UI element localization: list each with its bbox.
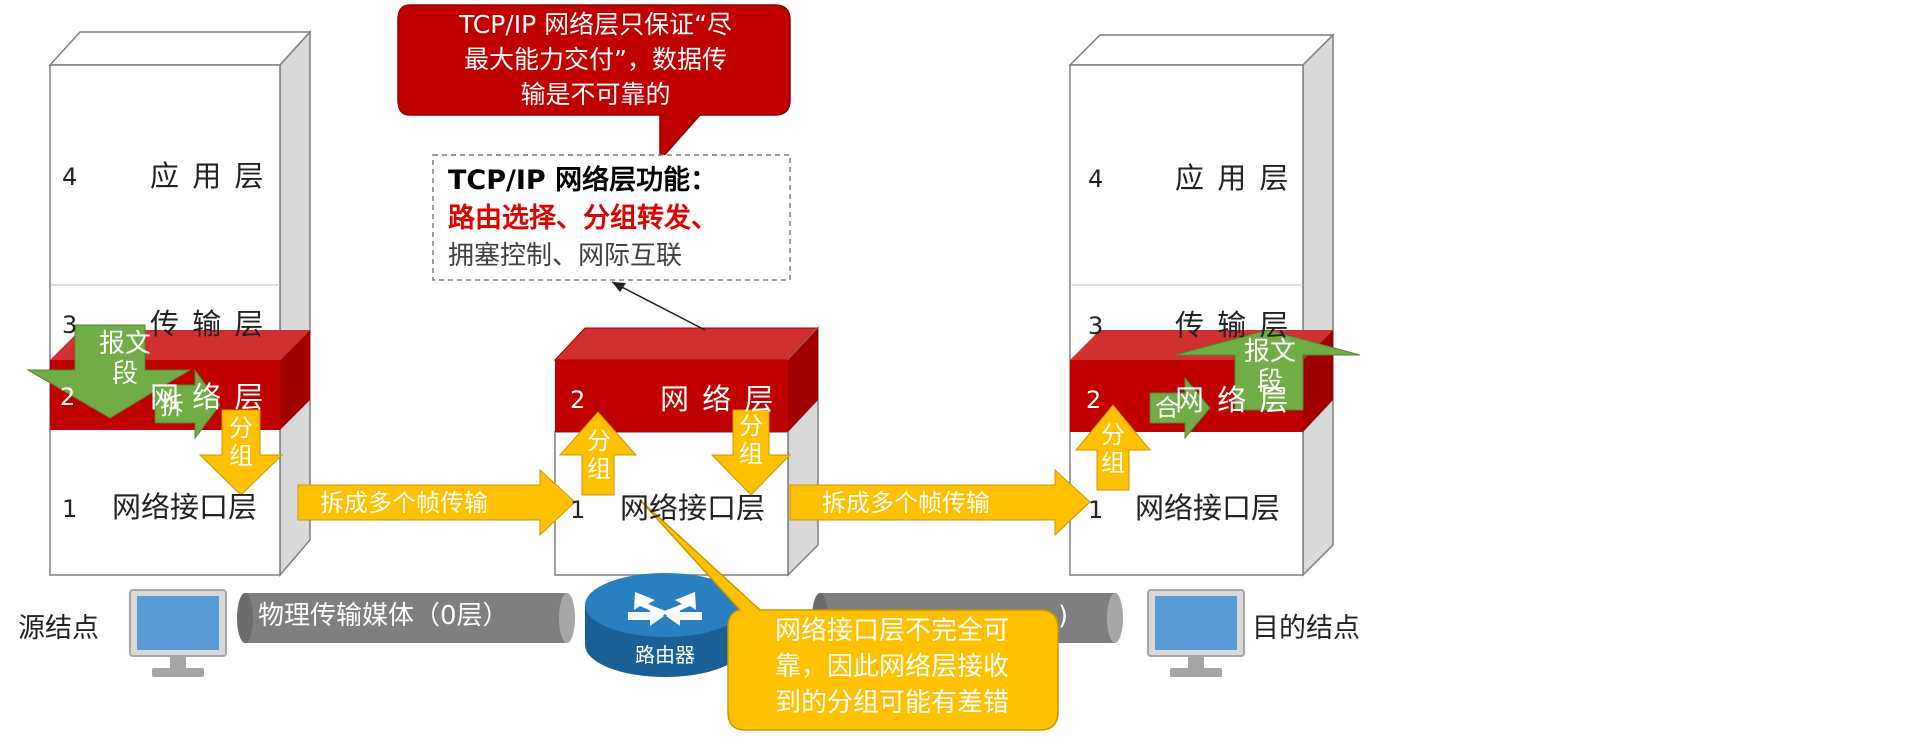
function-box-red-line: 路由选择、分组转发、 [448,203,718,234]
src-layer4-label: 应 用 层 [150,159,266,193]
router-down-arrow [710,409,792,496]
top-callout [397,4,791,162]
src-layer2-num: 2 [60,383,76,411]
router-stack-top [553,327,820,361]
function-box-title: TCP/IP 网络层功能： [448,165,718,196]
source-node-label: 源结点 [18,613,99,644]
dest-computer-icon [1147,589,1245,677]
dst-layer1-label: 网络接口层 [1135,491,1281,525]
dst-layer3-label: 传 输 层 [1175,308,1291,342]
dst-packet-arrow-label: 分组 [1101,421,1125,477]
dst-layer1-num: 1 [1088,496,1104,524]
router-layer2-num: 2 [570,386,586,414]
src-segment-arrow-label: 报文段 [98,329,151,389]
source-computer-icon [129,589,227,677]
source-stack-top [48,31,312,66]
src-segment-arrow [26,324,192,419]
source-layer2-side [280,330,310,430]
src-layer3-num: 3 [62,311,78,339]
dest-stack-side [1302,33,1334,577]
src-layer1-label: 网络接口层 [112,490,258,524]
dst-merge-arrow [1149,376,1211,440]
bottom-callout [639,499,1059,731]
medium-left-pipe [237,593,575,643]
function-pointer-line [611,281,706,331]
function-box-frame [432,154,791,281]
dst-layer4-label: 应 用 层 [1175,161,1291,195]
medium-right-label: ) [1058,601,1069,631]
bottom-callout-line-2: 靠，因此网络层接收 [774,652,1009,682]
dst-merge-arrow-label: 合 [1155,394,1179,422]
src-layer4-num: 4 [62,163,78,191]
bottom-callout-line-3: 到的分组可能有差错 [774,688,1009,718]
dest-node-label: 目的结点 [1252,613,1360,644]
router-up-arrow-label: 分组 [587,427,611,483]
bottom-callout-line-1: 网络接口层不完全可 [774,616,1009,646]
router-layer1-num: 1 [570,496,586,524]
router-layer2-side [788,328,818,432]
router-frames-arrow-label: 拆成多个帧传输 [822,489,990,517]
router-layer2-label: 网 络 层 [660,382,776,416]
router-layer1-label: 网络接口层 [620,491,766,525]
dst-layer2-num: 2 [1086,386,1102,414]
src-layer3-label: 传 输 层 [150,307,266,341]
src-frames-arrow [297,468,576,537]
top-callout-line-3: 输是不可靠的 [520,80,671,109]
router-label: 路由器 [635,643,695,667]
src-split-arrow-label: 拆 [160,392,184,420]
router-up-arrow [558,411,638,496]
src-layer2-label: 网 络 层 [150,380,266,414]
top-callout-line-1: TCP/IP 网络层只保证“尽 [458,10,733,39]
src-packet-arrow [198,409,284,496]
dest-stack-top [1068,34,1335,66]
dst-layer2-label: 网 络 层 [1175,383,1291,417]
dst-packet-arrow [1074,404,1152,491]
dst-layer3-num: 3 [1088,312,1104,340]
src-split-arrow [154,368,221,440]
function-pointer-head [612,282,626,292]
top-callout-line-2: 最大能力交付”，数据传 [464,45,727,74]
src-layer1-num: 1 [62,495,78,523]
router-frames-arrow [789,468,1091,537]
dst-layer4-num: 4 [1088,165,1104,193]
medium-left-label: 物理传输媒体（0层） [258,601,509,631]
src-frames-arrow-label: 拆成多个帧传输 [320,489,488,517]
dst-segment-arrow-label: 报文段 [1243,337,1296,397]
router-icon [585,573,745,677]
src-packet-arrow-label: 分组 [229,414,253,470]
router-down-arrow-label: 分组 [739,412,763,468]
function-box-gray-line: 拥塞控制、网际互联 [448,241,683,271]
dst-segment-arrow [1174,329,1361,411]
